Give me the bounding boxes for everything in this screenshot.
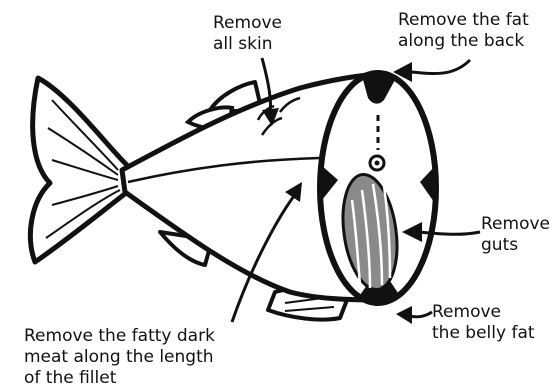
spinal-cord-center — [375, 161, 380, 166]
arrow-belly-fat — [410, 312, 432, 317]
arrow-guts — [418, 232, 480, 234]
label-remove-skin: Remove all skin — [213, 13, 282, 55]
label-remove-guts: Remove guts — [481, 214, 550, 256]
label-remove-back-fat: Remove the fat along the back — [398, 10, 529, 52]
arrow-back-fat — [408, 60, 470, 74]
tail-fin — [30, 78, 130, 262]
label-remove-dark-meat: Remove the fatty dark meat along the len… — [24, 326, 215, 389]
label-remove-belly-fat: Remove the belly fat — [432, 302, 535, 344]
